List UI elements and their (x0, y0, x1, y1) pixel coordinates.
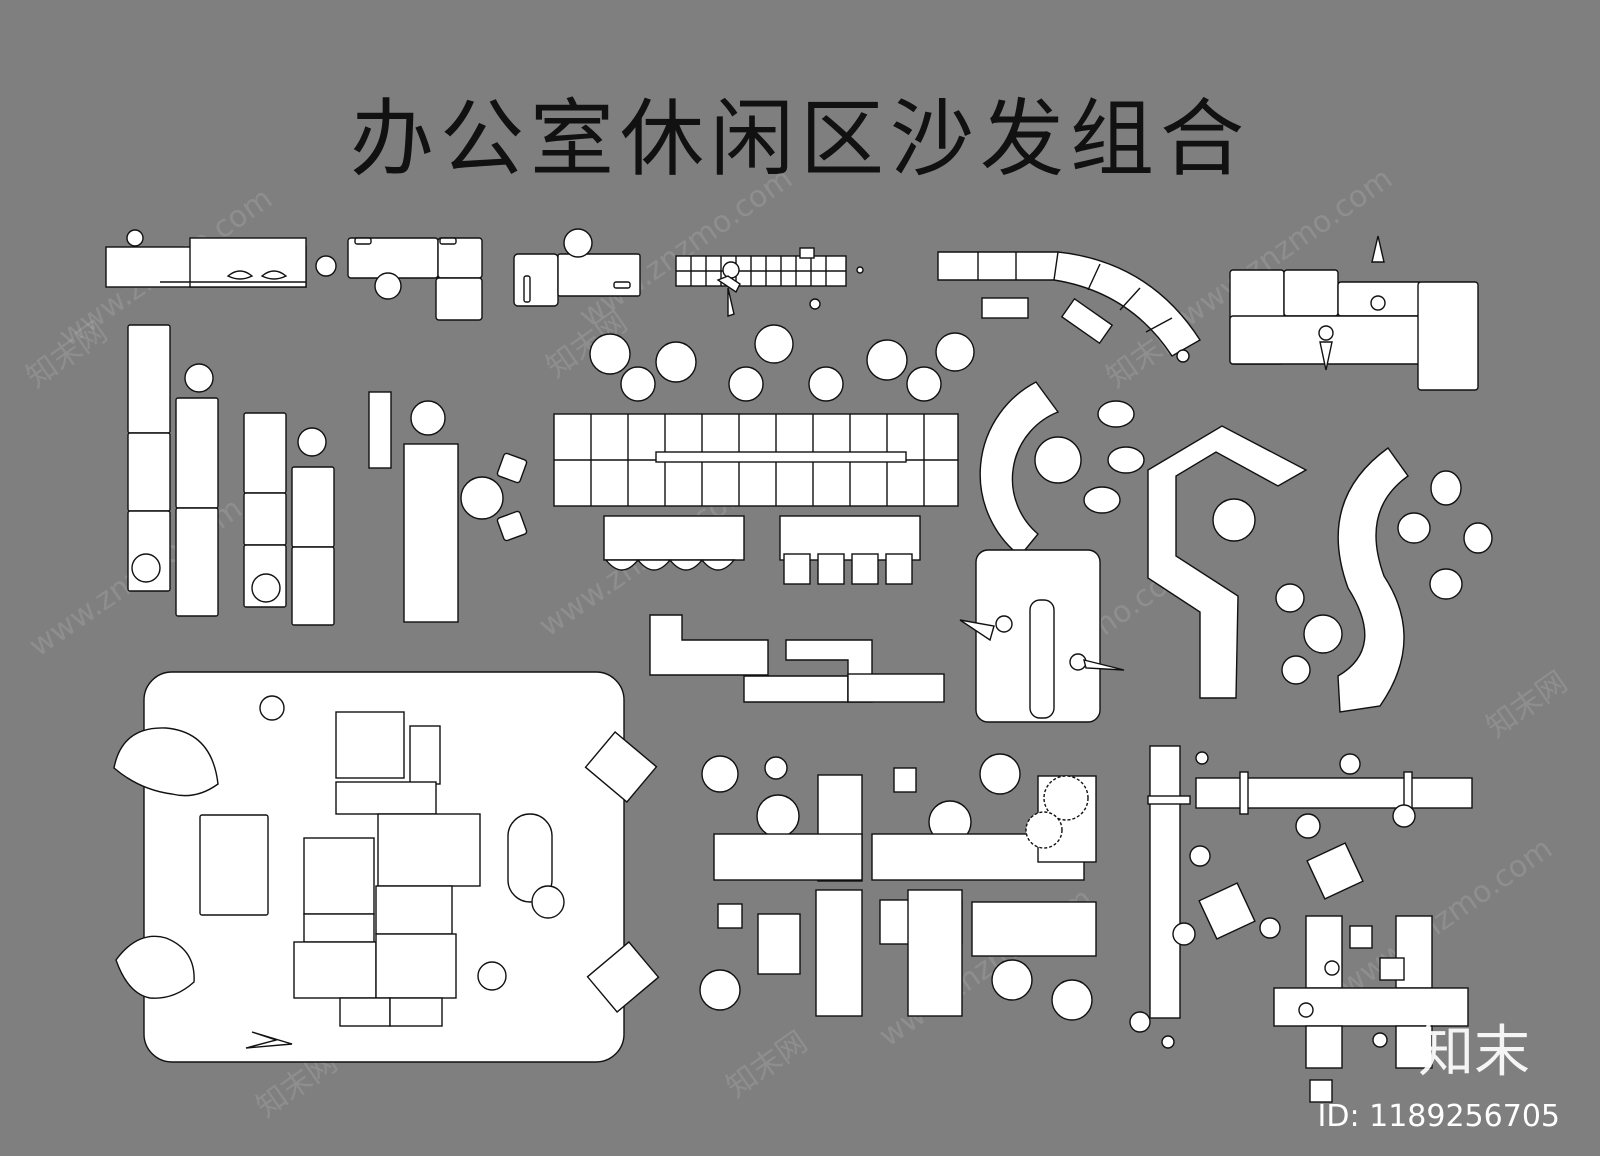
zigzag-sofa-with-round-table (1147, 425, 1308, 699)
grid-platform (675, 247, 864, 310)
workstation-cluster (699, 753, 1097, 1021)
curved-sofa-with-round-table (979, 381, 1145, 557)
lounge-sofa-long (105, 229, 337, 288)
lounge-bench-area (1129, 745, 1473, 1049)
s-curve-sofa-with-stools (1275, 447, 1493, 713)
rug-area (113, 671, 660, 1063)
person-walking-figure (716, 261, 741, 317)
staggered-benches (649, 614, 945, 703)
logo-text: 知末 (1418, 1020, 1530, 1085)
curved-sofa-long (937, 251, 1201, 363)
lounge-chairs-row (589, 324, 975, 402)
island-table-with-people (959, 549, 1125, 723)
page-title: 办公室休闲区沙发组合 (349, 90, 1250, 188)
long-modular-sofa (553, 413, 959, 585)
image-id-label: ID: 1189256705 (1317, 1099, 1560, 1134)
sectional-sofa-small (347, 237, 483, 321)
sofa-with-side-table (513, 228, 641, 307)
modular-seating-with-people (1273, 915, 1469, 1103)
sofa-pair-with-side-tables (127, 324, 335, 626)
brand-logo: 知末 (1418, 1007, 1530, 1088)
sectional-sofa-with-people (1229, 235, 1479, 391)
bench-with-stools (368, 391, 528, 623)
